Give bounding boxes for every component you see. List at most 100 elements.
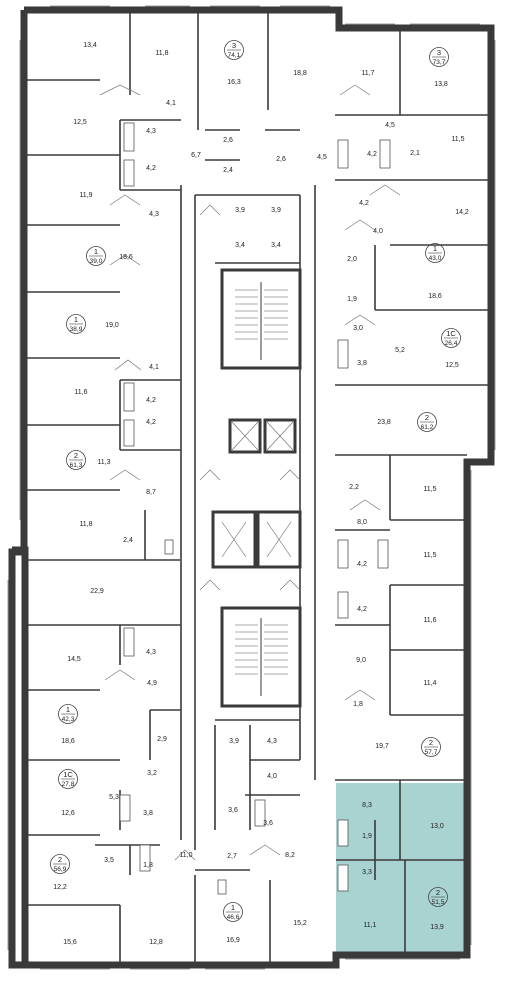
- room-area-label: 4,5: [317, 154, 327, 161]
- room-area-label: 22,9: [90, 588, 104, 595]
- room-area-label: 11,1: [363, 922, 376, 929]
- room-area-label: 2,7: [227, 853, 237, 860]
- apartment-badge-circle: [223, 902, 243, 922]
- stairwell-bottom: [220, 606, 302, 708]
- elevator-shafts: [211, 418, 302, 569]
- room-area-label: 23,8: [377, 419, 391, 426]
- room-area-label: 3,6: [263, 820, 273, 827]
- apartment-badge[interactable]: 143,0: [425, 243, 445, 263]
- apartment-room-count: 3: [232, 41, 236, 50]
- windows: [7, 5, 496, 970]
- apartment-badge-circle: [417, 412, 437, 432]
- apartment-room-count: 1: [74, 315, 78, 324]
- apartment-badge[interactable]: 261,2: [417, 412, 437, 432]
- apartment-badge-circle: [66, 450, 86, 470]
- room-area-label: 11,9: [79, 192, 92, 199]
- apartment-total-area: 74,1: [228, 52, 241, 59]
- apartment-total-area: 61,3: [70, 462, 83, 469]
- room-area-label: 18,8: [293, 70, 307, 77]
- apartment-badge[interactable]: 374,1: [224, 40, 244, 60]
- room-area-label: 13,8: [434, 81, 448, 88]
- room-area-label: 5,3: [109, 794, 119, 801]
- apartment-badge[interactable]: 261,3: [66, 450, 86, 470]
- apartment-total-area: 43,0: [429, 255, 442, 262]
- bathroom-fixtures: [119, 122, 391, 895]
- apartment-room-count: 1: [66, 705, 70, 714]
- room-area-label: 4,3: [146, 649, 156, 656]
- room-area-label: 11,8: [155, 50, 168, 57]
- apartment-total-area: 26,4: [445, 340, 458, 347]
- apartment-total-area: 51,5: [432, 899, 445, 906]
- apartment-badge[interactable]: 373,7: [429, 47, 449, 67]
- apartment-total-area: 57,7: [425, 749, 438, 756]
- room-area-label: 4,2: [146, 419, 156, 426]
- room-area-label: 4,2: [357, 561, 367, 568]
- room-area-label: 2,4: [223, 167, 233, 174]
- room-area-label: 1,8: [353, 701, 363, 708]
- apartment-badge-circle: [50, 854, 70, 874]
- apartment-badge[interactable]: 257,7: [421, 737, 441, 757]
- room-area-label: 13,0: [430, 823, 444, 830]
- room-area-label: 12,6: [61, 810, 75, 817]
- room-area-label: 4,2: [357, 606, 367, 613]
- room-area-label: 2,6: [223, 137, 233, 144]
- right-wing-walls: [335, 28, 491, 955]
- room-area-label: 4,2: [146, 397, 156, 404]
- apartment-total-area: 27,8: [62, 781, 75, 788]
- room-area-label: 11,4: [423, 680, 436, 687]
- room-area-label: 8,7: [146, 489, 156, 496]
- apartment-badge-circle: [421, 737, 441, 757]
- apartment-badge[interactable]: 256,9: [50, 854, 70, 874]
- room-area-label: 11,0: [179, 852, 192, 859]
- room-area-label: 16,9: [226, 937, 240, 944]
- left-wing-walls: [24, 10, 300, 965]
- room-area-label: 4,3: [146, 128, 156, 135]
- apartment-badge[interactable]: 146,6: [223, 902, 243, 922]
- room-area-label: 3,5: [104, 857, 114, 864]
- room-area-label: 4,1: [166, 100, 176, 107]
- room-area-label: 16,3: [227, 79, 241, 86]
- room-area-label: 14,2: [455, 209, 469, 216]
- stairwell-top: [220, 268, 302, 370]
- room-area-label: 4,2: [146, 165, 156, 172]
- room-area-label: 3,3: [362, 869, 372, 876]
- room-area-label: 11,7: [361, 70, 374, 77]
- room-area-label: 11,6: [423, 617, 436, 624]
- corridor-walls: [180, 185, 316, 850]
- room-area-label: 4,3: [267, 738, 277, 745]
- room-area-label: 12,2: [53, 884, 67, 891]
- room-area-label: 2,1: [410, 150, 420, 157]
- apartment-room-count: 2: [436, 888, 440, 897]
- apartment-room-count: 3: [437, 48, 441, 57]
- apartment-badge[interactable]: 139,0: [86, 246, 106, 266]
- apartment-badge-circle: [428, 887, 448, 907]
- room-area-label: 4,5: [385, 122, 395, 129]
- apartment-badge-circle: [224, 40, 244, 60]
- room-area-label: 19,7: [375, 743, 389, 750]
- apartment-badge-circle: [86, 246, 106, 266]
- apartment-badge[interactable]: 138,9: [66, 314, 86, 334]
- room-area-label: 8,2: [285, 852, 295, 859]
- room-area-label: 3,0: [353, 325, 363, 332]
- room-area-label: 2,6: [276, 156, 286, 163]
- room-area-label: 8,3: [362, 802, 372, 809]
- room-area-label: 11,5: [451, 136, 464, 143]
- apartment-badge-circle: [58, 769, 78, 789]
- room-area-label: 2,2: [349, 484, 359, 491]
- room-area-label: 4,0: [373, 228, 383, 235]
- selected-apartment-fill[interactable]: [336, 783, 467, 955]
- apartment-room-count: 1: [433, 244, 437, 253]
- apartment-badge-circle: [66, 314, 86, 334]
- room-area-label: 3,2: [147, 770, 157, 777]
- apartment-room-count: 1: [231, 903, 235, 912]
- room-area-label: 2,9: [157, 736, 167, 743]
- apartment-badge[interactable]: 251,5: [428, 887, 448, 907]
- apartment-badge[interactable]: 142,3: [58, 704, 78, 724]
- apartment-total-area: 39,0: [90, 258, 103, 265]
- apartment-total-area: 61,2: [421, 424, 434, 431]
- room-area-label: 11,5: [423, 552, 436, 559]
- room-area-label: 18,6: [61, 738, 75, 745]
